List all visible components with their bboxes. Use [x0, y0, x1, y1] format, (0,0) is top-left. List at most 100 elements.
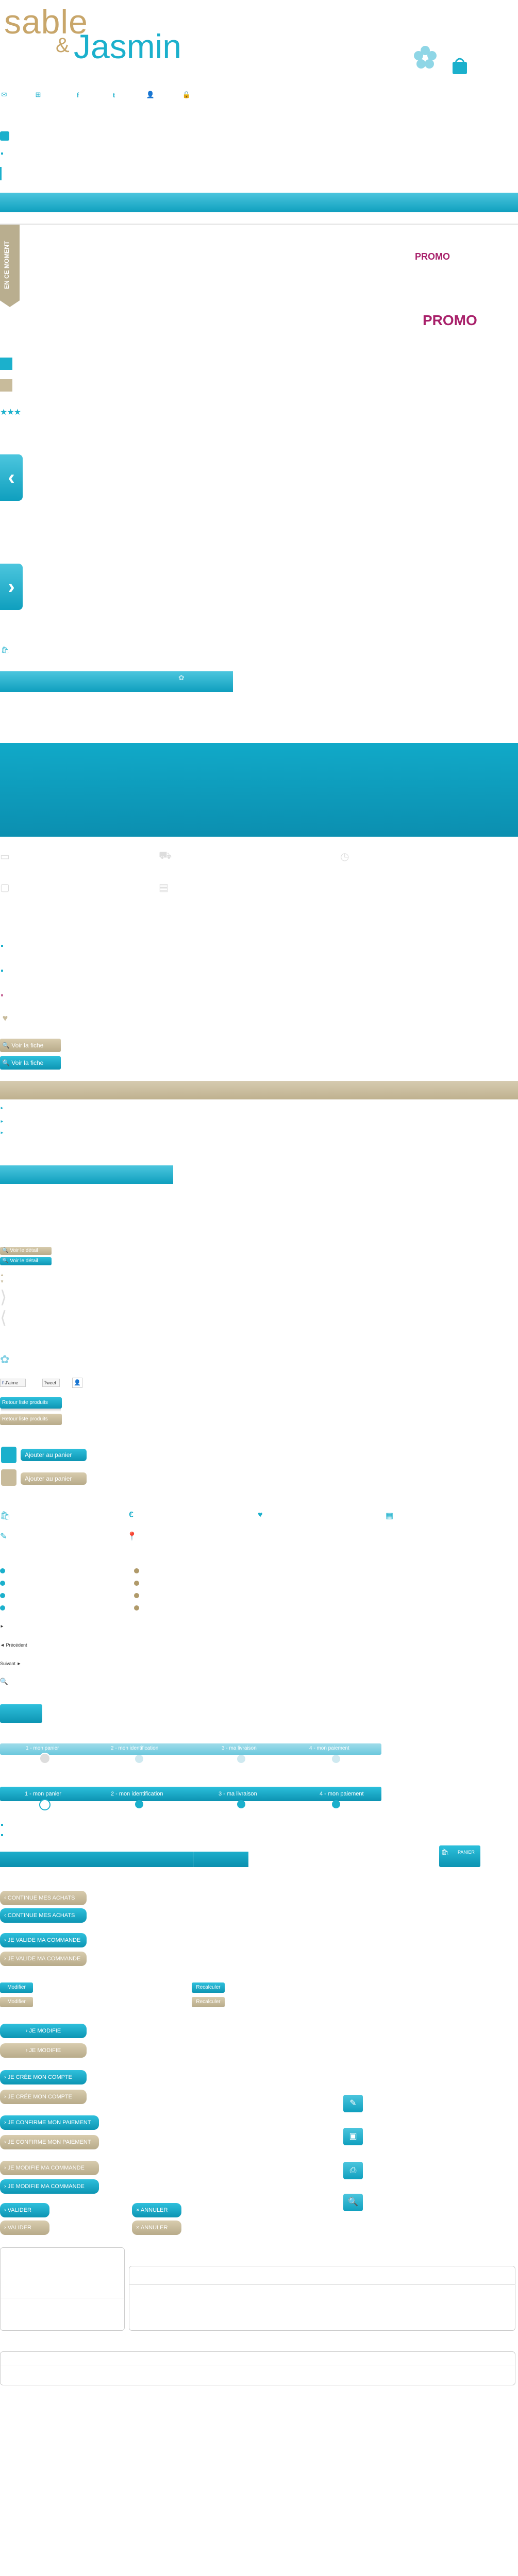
modify-order-button[interactable]: › JE MODIFIE MA COMMANDE: [0, 2179, 99, 2194]
slider-prev-button[interactable]: ‹: [0, 454, 23, 501]
continue-shopping-button-active[interactable]: ‹ CONTINUE MES ACHATS: [0, 1908, 87, 1923]
print-icon[interactable]: ⎙: [343, 2162, 363, 2179]
star-icon: ★: [13, 408, 21, 417]
see-detail-label: Voir le détail: [10, 1248, 38, 1253]
cart-widget[interactable]: 🛍 PANIER: [439, 1845, 480, 1867]
chevron-right-icon[interactable]: ⟩: [0, 1287, 7, 1307]
edit-icon[interactable]: ✎: [343, 2095, 363, 2112]
i-modify-button[interactable]: › JE MODIFIE: [0, 2024, 87, 2038]
chevron-down-icon[interactable]: ▼: [0, 1279, 4, 1284]
card-step-icon: [332, 1755, 340, 1763]
mail-icon[interactable]: ✉: [1, 91, 7, 98]
create-account-button[interactable]: › JE CRÉE MON COMPTE: [0, 2070, 87, 2084]
radio-icon[interactable]: [134, 1605, 139, 1611]
heart-icon[interactable]: ♥: [2, 1012, 8, 1023]
radio-icon[interactable]: [134, 1593, 139, 1598]
i-modify-button-alt[interactable]: › JE MODIFIE: [0, 2043, 87, 2058]
bag-icon: [1, 1447, 16, 1463]
chevron-right-icon: ›: [4, 2120, 6, 2126]
see-detail-button-active[interactable]: 🔍 Voir le détail: [0, 1257, 52, 1265]
sitemap-icon[interactable]: ⊞: [35, 91, 41, 98]
validate-label: VALIDER: [7, 2207, 31, 2213]
modify-button[interactable]: Modifier: [0, 1982, 33, 1993]
validate-button[interactable]: › VALIDER: [0, 2203, 49, 2217]
confirm-payment-button-alt[interactable]: › JE CONFIRME MON PAIEMENT: [0, 2135, 99, 2149]
faint-icons-grid: ▭ ⛟ ◷ ▢ ▤: [0, 850, 371, 907]
tweet-button[interactable]: Tweet: [42, 1379, 60, 1387]
continue-shopping-button[interactable]: ‹ CONTINUE MES ACHATS: [0, 1891, 87, 1905]
radio-icon[interactable]: [0, 1593, 5, 1598]
cancel-button[interactable]: × ANNULER: [132, 2203, 181, 2217]
search-submit-button[interactable]: [0, 1704, 42, 1723]
confirm-payment-button[interactable]: › JE CONFIRME MON PAIEMENT: [0, 2115, 99, 2130]
see-sheet-button-active[interactable]: 🔍 Voir la fiche: [0, 1056, 61, 1070]
validate-order-label: JE VALIDE MA COMMANDE: [7, 1956, 81, 1962]
see-detail-button[interactable]: 🔍 Voir le détail: [0, 1247, 52, 1255]
see-sheet-button[interactable]: 🔍 Voir la fiche: [0, 1039, 61, 1052]
modify-button-alt[interactable]: Modifier: [0, 1997, 33, 2007]
user-icon[interactable]: 👤: [72, 1378, 82, 1388]
radio-icon[interactable]: [134, 1568, 139, 1573]
rating-stars: ★★★: [0, 407, 31, 417]
back-products-button[interactable]: Retour liste produits: [0, 1397, 62, 1409]
radio-icon[interactable]: [134, 1581, 139, 1586]
logo[interactable]: sable & Jasmin: [4, 2, 221, 74]
add-to-cart-button-alt[interactable]: Ajouter au panier: [0, 1468, 88, 1487]
logo-word-jasmin: Jasmin: [74, 27, 182, 65]
arrow-right-icon: ►: [0, 1119, 4, 1124]
box-icon: ▭: [0, 851, 10, 862]
pagination-prev[interactable]: ◄ Précédent: [0, 1642, 27, 1648]
facebook-icon[interactable]: f: [76, 91, 79, 99]
calendar-icon: ▦: [386, 1512, 394, 1520]
add-to-cart-label: Ajouter au panier: [21, 1472, 87, 1485]
modify-order-button-alt[interactable]: › JE MODIFIE MA COMMANDE: [0, 2161, 99, 2175]
back-products-label: Retour liste produits: [2, 1400, 48, 1405]
validate-button-alt[interactable]: › VALIDER: [0, 2221, 49, 2235]
see-sheet-label: Voir la fiche: [11, 1042, 44, 1049]
user-step-icon: [135, 1800, 143, 1808]
zoom-icon[interactable]: 🔍: [343, 2194, 363, 2211]
pagination-next[interactable]: Suivant ►: [0, 1661, 21, 1666]
radio-icon[interactable]: [0, 1568, 5, 1573]
panel-box-wide: [129, 2266, 515, 2331]
close-icon: ×: [136, 2207, 140, 2213]
recalc-button-alt[interactable]: Recalculer: [192, 1997, 225, 2007]
chevron-right-icon: ›: [4, 2165, 6, 2171]
cancel-button-alt[interactable]: × ANNULER: [132, 2221, 181, 2235]
create-account-button-alt[interactable]: › JE CRÉE MON COMPTE: [0, 2090, 87, 2104]
chevron-left-icon[interactable]: ⟨: [0, 1308, 7, 1328]
nav-bar-background: [0, 193, 518, 212]
shopping-bag-icon[interactable]: [449, 55, 470, 75]
divider-line: [1, 1409, 61, 1412]
chevron-right-icon: ›: [4, 2094, 6, 2100]
twitter-icon[interactable]: t: [112, 91, 115, 99]
confirm-payment-label: JE CONFIRME MON PAIEMENT: [7, 2120, 91, 2126]
pagination-next-label: Suivant: [0, 1661, 16, 1666]
like-button[interactable]: f J'aime: [0, 1379, 26, 1387]
add-to-cart-button[interactable]: Ajouter au panier: [0, 1446, 88, 1464]
chevron-up-icon[interactable]: ▲: [0, 1273, 4, 1277]
radio-icon[interactable]: [0, 1581, 5, 1586]
back-products-button-alt[interactable]: Retour liste produits: [0, 1414, 62, 1425]
banner-bar-small: [0, 1165, 173, 1184]
radio-icon[interactable]: [0, 1605, 5, 1611]
search-icon[interactable]: 🔍: [0, 1677, 9, 1685]
see-sheet-label: Voir la fiche: [11, 1059, 44, 1066]
validate-order-button-alt[interactable]: › JE VALIDE MA COMMANDE: [0, 1952, 87, 1966]
slider-next-button[interactable]: ›: [0, 564, 23, 610]
arrow-right-icon: ►: [16, 1661, 22, 1666]
recalc-button[interactable]: Recalculer: [192, 1982, 225, 1993]
recalc-label: Recalculer: [196, 1985, 221, 1990]
photo-icon[interactable]: ▣: [343, 2128, 363, 2145]
checkout-steps-inactive: 1 - mon panier 2 - mon identification 3 …: [0, 1743, 381, 1764]
validate-order-button[interactable]: › JE VALIDE MA COMMANDE: [0, 1933, 87, 1947]
bag-icon: 🛍: [0, 1512, 11, 1520]
lock-icon[interactable]: 🔒: [182, 91, 191, 98]
chevron-right-icon: ›: [4, 2225, 6, 2231]
bag-icon: [1, 1469, 16, 1486]
phone-icon: [0, 131, 9, 141]
truck-step-icon: [237, 1800, 245, 1808]
flower-small-icon: ✿: [0, 1353, 10, 1366]
user-icon[interactable]: 👤: [146, 91, 155, 98]
modify-order-label: JE MODIFIE MA COMMANDE: [7, 2165, 85, 2171]
